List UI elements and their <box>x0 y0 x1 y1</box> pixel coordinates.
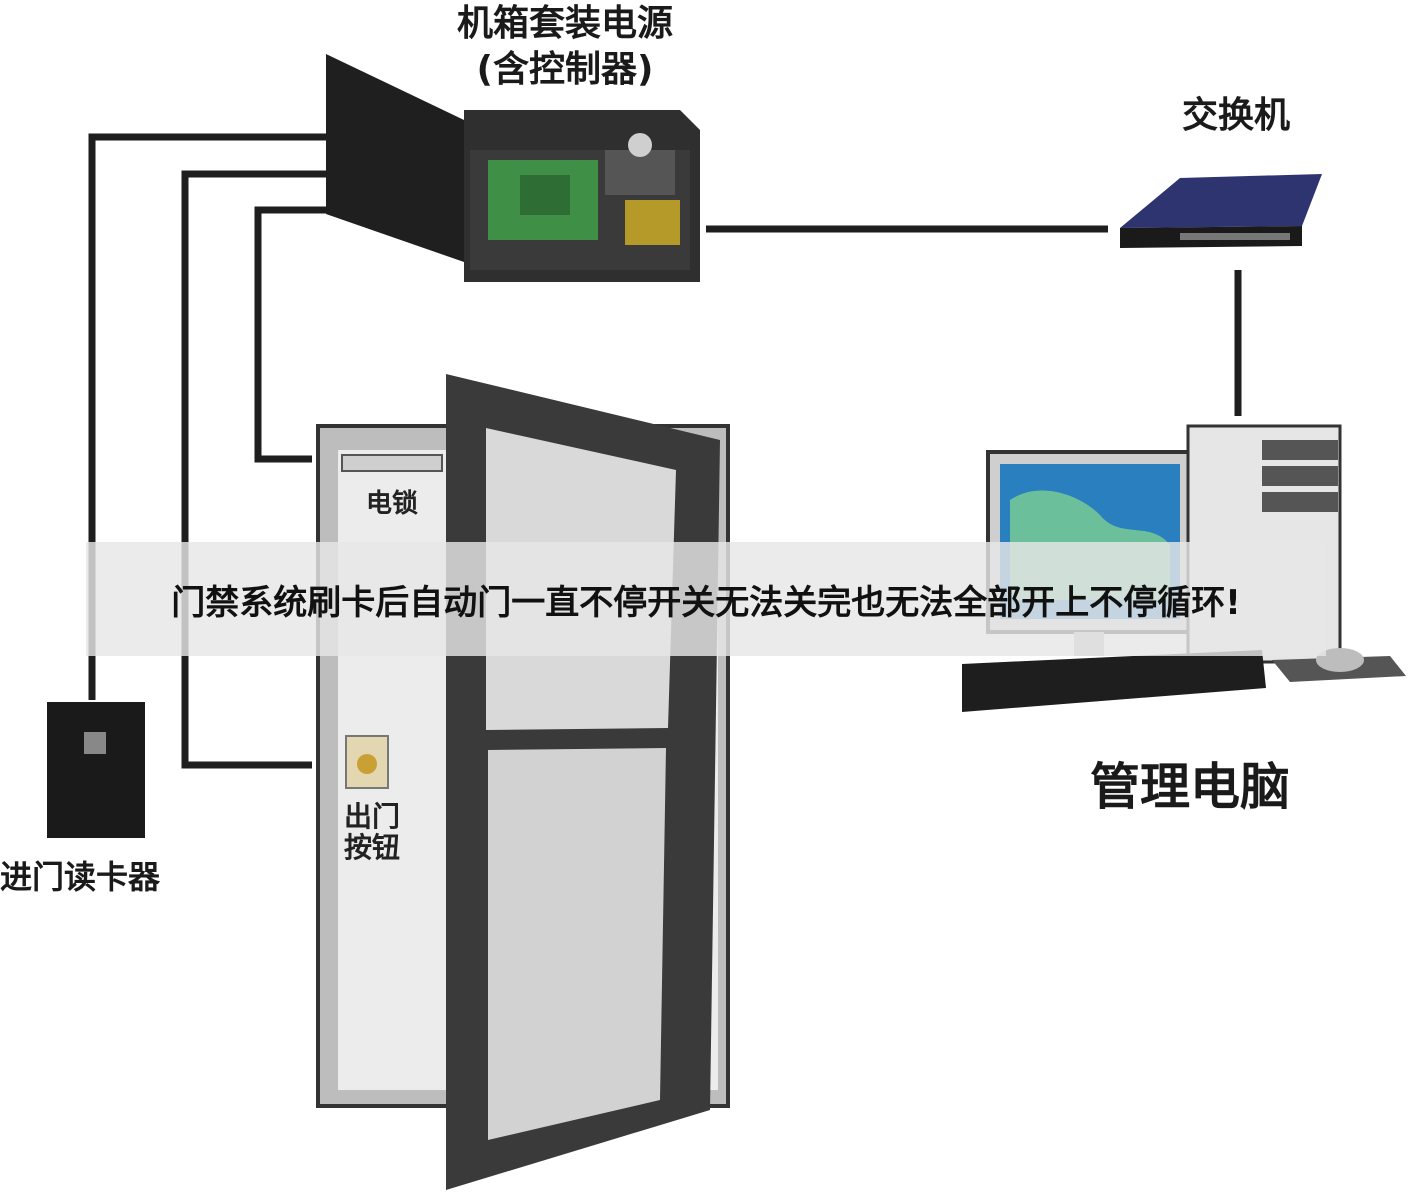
exit-button-label: 出门 按钮 <box>344 800 414 864</box>
banner-title: 门禁系统刷卡后自动门一直不停开关无法关完也无法全部开上不停循环! <box>171 582 1241 623</box>
management-pc-label: 管理电脑 <box>1090 758 1290 816</box>
wire-reader-to-controller <box>88 133 326 700</box>
card-reader-label: 进门读卡器 <box>0 858 161 896</box>
card-reader-device <box>47 702 145 838</box>
controller-box <box>326 54 700 282</box>
controller-label-line1: 机箱套装电源 <box>456 3 673 44</box>
electric-lock-label: 电锁 <box>366 489 419 519</box>
controller-label: 机箱套装电源 (含控制器) <box>420 4 710 95</box>
switch-label: 交换机 <box>1182 95 1291 136</box>
controller-label-line2: (含控制器) <box>476 48 654 90</box>
title-banner: 门禁系统刷卡后自动门一直不停开关无法关完也无法全部开上不停循环! <box>86 542 1326 656</box>
exit-button-label-line1: 出门 <box>344 800 401 833</box>
network-switch <box>1120 174 1322 248</box>
wiring <box>88 133 1242 769</box>
wire-lock-to-controller <box>254 206 326 463</box>
wire-exit-button-to-controller <box>181 170 326 769</box>
exit-button-label-line2: 按钮 <box>344 830 401 864</box>
